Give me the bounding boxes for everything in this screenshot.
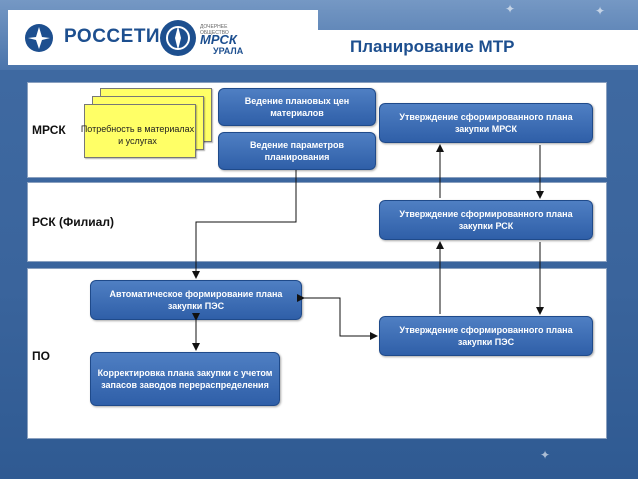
need-document-label: Потребность в материалах и услугах (80, 124, 195, 146)
correction-box[interactable]: Корректировка плана закупки с учетом зап… (90, 352, 280, 406)
arrow-params-to-auto (192, 170, 297, 279)
sparkle-icon: ✦ (505, 2, 516, 16)
params-box[interactable]: Ведение параметров планирования (218, 132, 376, 170)
auto-form-box[interactable]: Автоматическое формирование плана закупк… (90, 280, 302, 320)
approve-pes-box[interactable]: Утверждение сформированного плана закупк… (379, 316, 593, 356)
lane-label-po: ПО (32, 349, 50, 363)
rosseti-logo-icon (25, 24, 53, 52)
need-document[interactable] (84, 104, 196, 158)
logo-panel: РОССЕТИ ДОЧЕРНЕЕ ОБЩЕСТВО МРСК УРАЛА (8, 10, 318, 65)
title-panel: Планирование МТР (318, 30, 638, 65)
lane-label-mrsk: МРСК (32, 123, 66, 137)
approve-mrsk-box[interactable]: Утверждение сформированного плана закупк… (379, 103, 593, 143)
sparkle-icon: ✦ (595, 4, 606, 18)
sparkle-icon: ✦ (540, 448, 551, 462)
mrsk-logo-text: МРСК (200, 32, 237, 47)
lane-label-rsk: РСК (Филиал) (32, 215, 114, 229)
prices-box[interactable]: Ведение плановых цен материалов (218, 88, 376, 126)
rosseti-logo-text: РОССЕТИ (64, 26, 161, 47)
mrsk-logo-subtext: УРАЛА (213, 46, 244, 56)
page-title: Планирование МТР (350, 37, 515, 56)
approve-rsk-box[interactable]: Утверждение сформированного плана закупк… (379, 200, 593, 240)
arrow-auto-to-approve-pes (297, 294, 378, 340)
mrsk-logo-icon (160, 20, 196, 56)
mrsk-logo-caption: ДОЧЕРНЕЕ ОБЩЕСТВО (200, 24, 229, 36)
